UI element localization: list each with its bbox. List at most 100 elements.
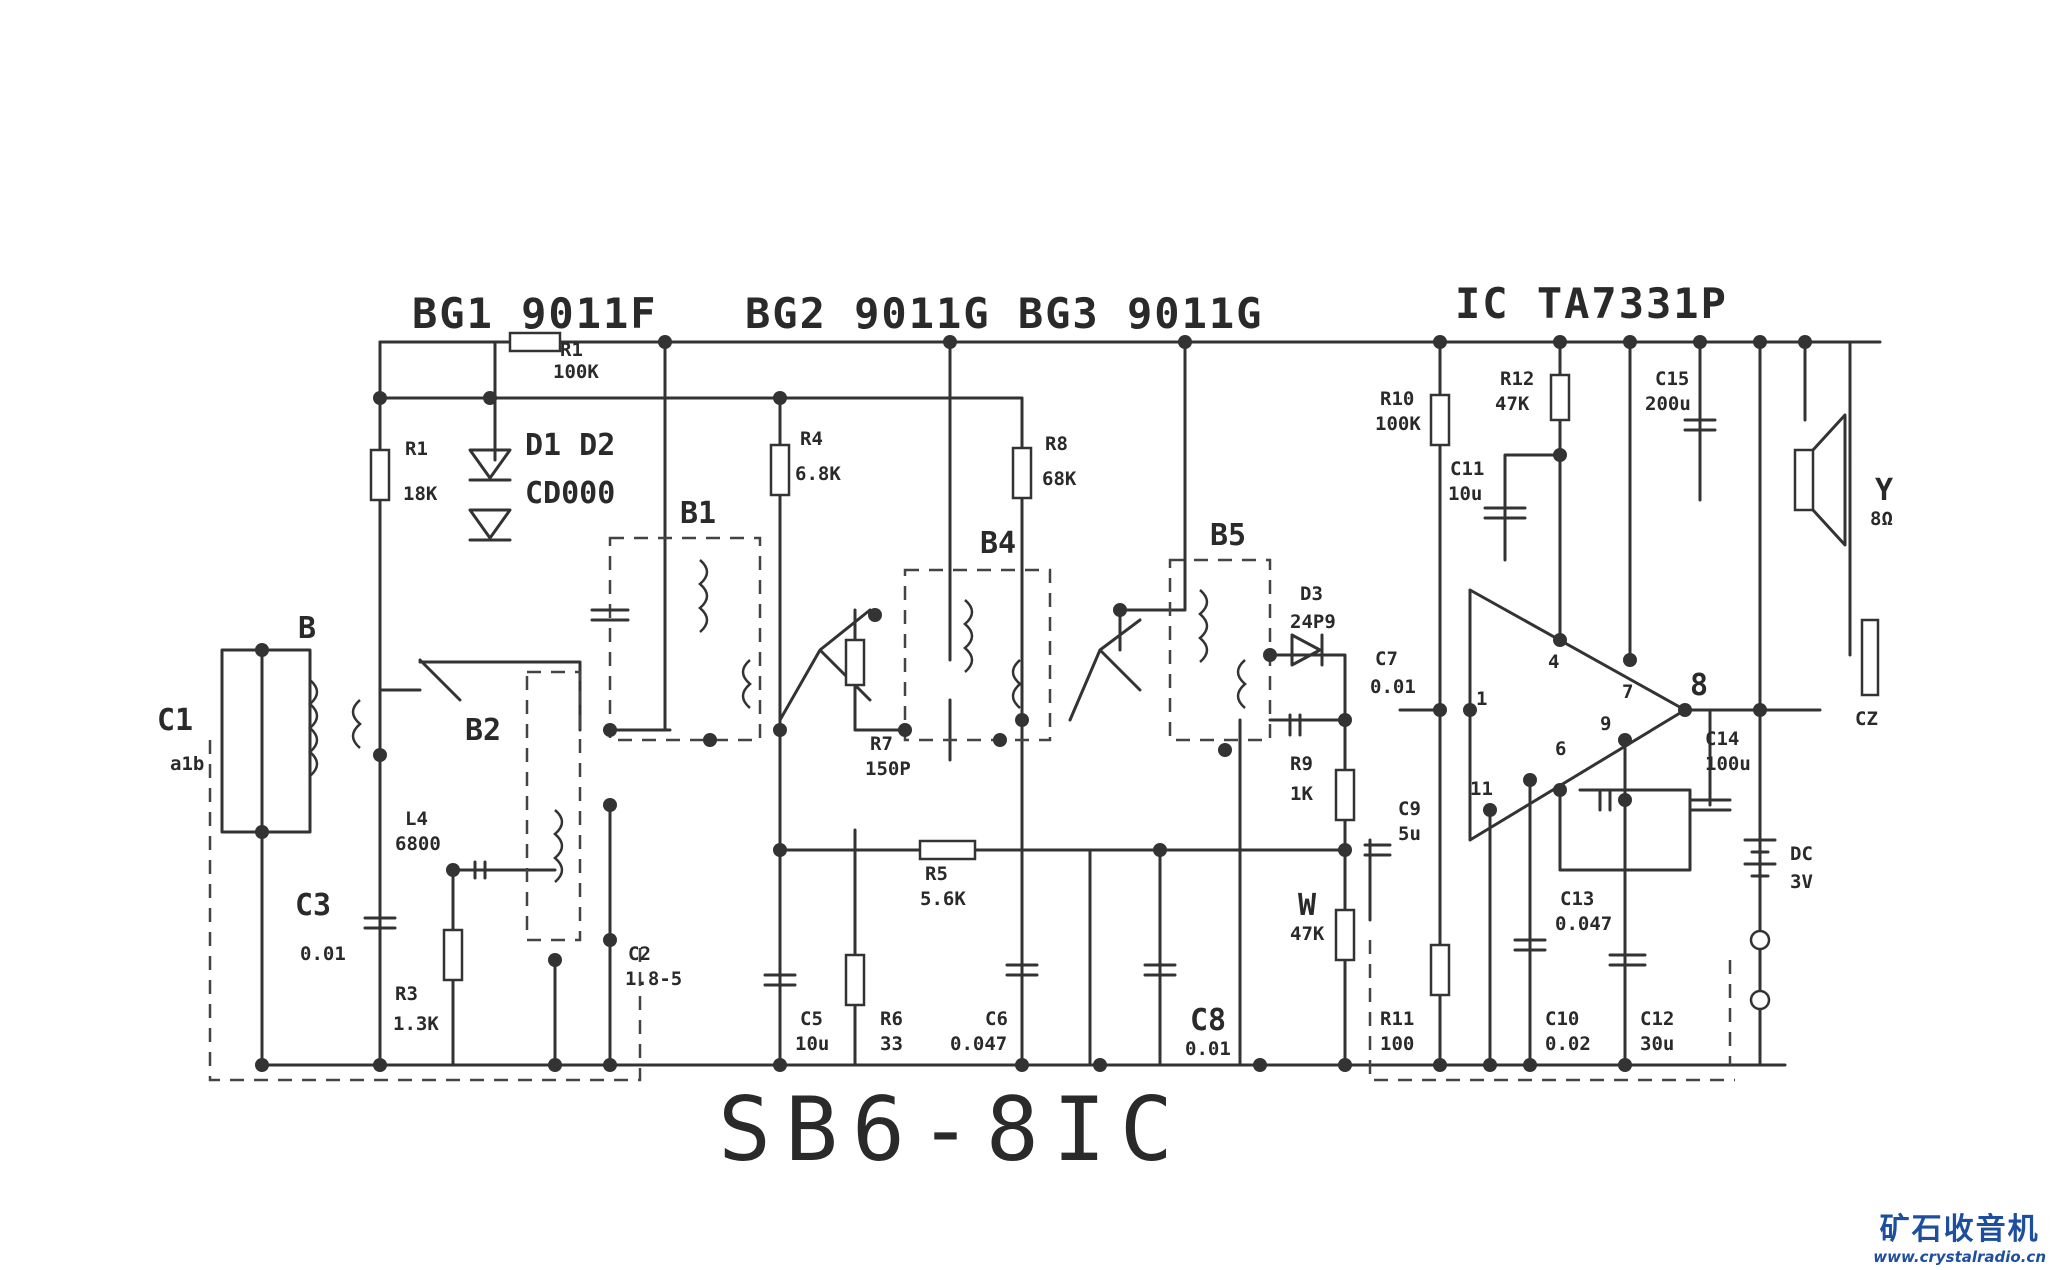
capacitor-c10 <box>1513 938 1547 952</box>
label-r8: R8 <box>1045 433 1068 455</box>
label-c11-val: 10u <box>1448 483 1482 505</box>
label-c2-val: 1.8-5 <box>625 968 682 990</box>
coil-b4 <box>963 599 974 673</box>
label-r11-val: 100 <box>1380 1033 1414 1055</box>
coil-b5 <box>1198 589 1209 663</box>
watermark-text-cn: 矿石收音机 <box>1879 1212 2040 1247</box>
label-r10: R10 <box>1380 388 1414 410</box>
label-c14-val: 100u <box>1705 753 1751 775</box>
resistor-r11 <box>1429 943 1451 997</box>
label-c9-val: 5u <box>1398 823 1421 845</box>
coil-b-primary <box>351 699 362 749</box>
label-b: B <box>298 611 316 646</box>
resistor-w <box>1334 908 1356 962</box>
switch-contact-bottom <box>1749 989 1771 1011</box>
resistor-r12 <box>1549 373 1571 422</box>
coil-b1 <box>698 559 709 633</box>
capacitor-c13 <box>1598 788 1612 812</box>
label-bg1: BG1 9011F <box>412 289 658 338</box>
label-c12: C12 <box>1640 1008 1674 1030</box>
label-r5: R5 <box>925 863 948 885</box>
watermark: 矿石收音机 www.crystalradio.cn <box>1873 1204 2046 1266</box>
capacitor-c11 <box>1483 506 1527 520</box>
label-c15-val: 200u <box>1645 393 1691 415</box>
label-d: D1 D2 <box>525 428 615 463</box>
label-d-val: CD000 <box>525 476 615 511</box>
label-b1: B1 <box>680 496 716 531</box>
label-c13-val: 0.047 <box>1555 913 1612 935</box>
label-c8-val: 0.01 <box>1185 1038 1231 1060</box>
capacitor-c9 <box>1363 843 1392 857</box>
shield-outlines <box>208 536 1735 1082</box>
label-r11: R11 <box>1380 1008 1414 1030</box>
header-labels: BG1 9011F BG2 9011G BG3 9011G IC TA7331P <box>412 279 1726 338</box>
resistor-r1 <box>369 448 391 502</box>
label-c2: C2 <box>628 943 651 965</box>
coil-antenna <box>308 679 319 777</box>
coil-b4-sec <box>1011 659 1022 709</box>
capacitor-c7-small <box>1288 713 1302 737</box>
coil-b1-sec <box>741 659 752 709</box>
resistor-r10 <box>1429 393 1451 447</box>
diode-d3 <box>1290 633 1324 667</box>
label-c6: C6 <box>985 1008 1008 1030</box>
resistor-r1-top <box>508 331 562 353</box>
label-r5-val: 5.6K <box>920 888 966 910</box>
label-r12-val: 47K <box>1495 393 1530 415</box>
diode-d1 <box>468 448 512 482</box>
label-r4: R4 <box>800 428 823 450</box>
label-r1-top-val: 100K <box>553 361 599 383</box>
label-d3-val: 24P9 <box>1290 611 1336 633</box>
label-r12: R12 <box>1500 368 1534 390</box>
resistors <box>369 331 1571 1007</box>
label-r9-val: 1K <box>1290 783 1313 805</box>
pin-7: 7 <box>1622 681 1633 703</box>
diagram-title: SB6-8IC <box>718 1078 1187 1181</box>
capacitor-c14 <box>1688 798 1732 812</box>
capacitor-c5 <box>763 973 797 987</box>
label-cz: CZ <box>1855 708 1878 730</box>
label-r1: R1 <box>405 438 428 460</box>
label-l4: L4 <box>405 808 428 830</box>
label-c1-val: a1b <box>170 753 204 775</box>
label-c13: C13 <box>1560 888 1594 910</box>
label-l4-val: 6800 <box>395 833 441 855</box>
pin-9: 9 <box>1600 713 1611 735</box>
resistor-r7 <box>844 638 866 687</box>
label-r3-val: 1.3K <box>393 1013 439 1035</box>
label-c3: C3 <box>295 888 331 923</box>
label-r8-val: 68K <box>1042 468 1077 490</box>
label-c5-val: 10u <box>795 1033 829 1055</box>
label-c8: C8 <box>1190 1003 1226 1038</box>
resistor-r6 <box>844 953 866 1007</box>
resistor-r9 <box>1334 768 1356 822</box>
battery-symbol <box>1743 838 1777 878</box>
label-r6-val: 33 <box>880 1033 903 1055</box>
label-r1-top: R1 <box>560 339 583 361</box>
capacitor-c15 <box>1683 418 1717 432</box>
label-c5: C5 <box>800 1008 823 1030</box>
speaker-cone <box>1811 413 1847 547</box>
pin-11: 11 <box>1470 778 1493 800</box>
label-r7-val: 150P <box>865 758 911 780</box>
label-c15: C15 <box>1655 368 1689 390</box>
label-c1: C1 <box>157 703 193 738</box>
diode-d2 <box>468 508 512 542</box>
pin-4: 4 <box>1548 651 1559 673</box>
label-c14: C14 <box>1705 728 1739 750</box>
diodes <box>468 448 1324 667</box>
resistor-r3 <box>442 928 464 982</box>
coil-b2 <box>553 809 564 883</box>
capacitor-c8 <box>1143 963 1177 977</box>
label-b4: B4 <box>980 526 1016 561</box>
label-c10: C10 <box>1545 1008 1579 1030</box>
label-r9: R9 <box>1290 753 1313 775</box>
label-c10-val: 0.02 <box>1545 1033 1591 1055</box>
label-dc-val: 3V <box>1790 871 1813 893</box>
jack-cz <box>1860 618 1880 697</box>
label-c7: C7 <box>1375 648 1398 670</box>
label-r10-val: 100K <box>1375 413 1421 435</box>
label-w-val: 47K <box>1290 923 1325 945</box>
resistor-r5 <box>918 839 977 861</box>
